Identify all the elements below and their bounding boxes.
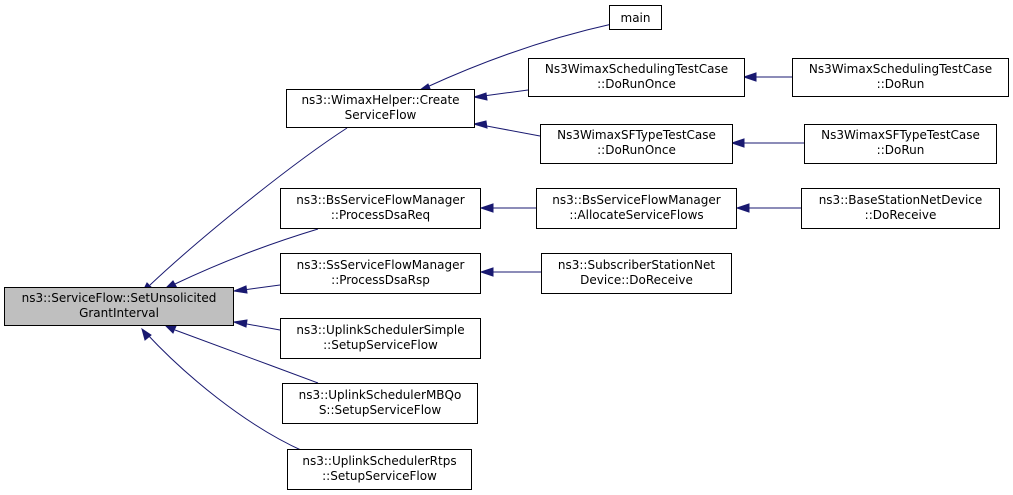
node-label-line: ::AllocateServiceFlows (569, 208, 703, 222)
node-uplink-scheduler-simple-setup-service-flow[interactable]: ns3::UplinkSchedulerSimple ::SetupServic… (280, 318, 481, 359)
node-label-line: ::DoRun (877, 143, 925, 157)
node-label-line: S::SetupServiceFlow (319, 403, 442, 417)
node-base-station-net-device-do-receive[interactable]: ns3::BaseStationNetDevice ::DoReceive (801, 188, 1000, 229)
node-label-line: ns3::BsServiceFlowManager (552, 193, 720, 207)
arrowhead (479, 267, 494, 277)
arrowhead (232, 285, 248, 294)
node-ns3-wimax-scheduling-test-case-do-run[interactable]: Ns3WimaxSchedulingTestCase ::DoRun (792, 58, 1009, 97)
node-label-line: GrantInterval (79, 306, 159, 320)
node-label-line: main (621, 11, 651, 25)
edge-wimax-helper-to-set-unsolicited (149, 127, 348, 286)
node-label-line: ns3::UplinkSchedulerSimple (296, 323, 464, 337)
node-label-line: Device::DoReceive (580, 273, 693, 287)
edge-bs-process-dsareq-to-set-unsolicited (174, 228, 319, 285)
node-label-line: ::ProcessDsaRsp (331, 273, 430, 287)
arrowhead (730, 138, 745, 148)
node-label-line: ns3::BaseStationNetDevice (819, 193, 983, 207)
node-label-line: ServiceFlow (345, 108, 417, 122)
node-label-line: ns3::SsServiceFlowManager (297, 258, 465, 272)
node-label-line: ::DoRunOnce (597, 143, 676, 157)
arrowhead (735, 203, 750, 213)
node-label-line: ::SetupServiceFlow (322, 469, 437, 483)
edge-uplink-rtps-to-set-unsolicited (145, 332, 304, 452)
arrowhead (141, 327, 152, 341)
node-main[interactable]: main (609, 5, 662, 30)
edge-uplink-mbqos-to-set-unsolicited (174, 329, 319, 384)
node-label-line: ns3::UplinkSchedulerMBQo (299, 388, 462, 402)
node-ss-service-flow-manager-process-dsa-rsp[interactable]: ns3::SsServiceFlowManager ::ProcessDsaRs… (280, 253, 481, 294)
arrowhead (164, 280, 178, 289)
node-label-line: Ns3WimaxSchedulingTestCase (809, 62, 992, 76)
node-ns3-wimax-sftype-test-case-do-run[interactable]: Ns3WimaxSFTypeTestCase ::DoRun (804, 124, 997, 164)
node-label-line: ::DoRun (877, 77, 925, 91)
node-label-line: Ns3WimaxSFTypeTestCase (821, 128, 980, 142)
node-ns3-wimax-sftype-test-case-do-run-once[interactable]: Ns3WimaxSFTypeTestCase ::DoRunOnce (540, 124, 733, 164)
arrowhead (164, 325, 177, 334)
node-uplink-scheduler-rtps-setup-service-flow[interactable]: ns3::UplinkSchedulerRtps ::SetupServiceF… (287, 449, 472, 490)
arrowhead (472, 92, 488, 101)
node-bs-service-flow-manager-allocate-service-flows[interactable]: ns3::BsServiceFlowManager ::AllocateServ… (536, 188, 737, 229)
node-label-line: ns3::WimaxHelper::Create (301, 93, 459, 107)
arrowhead (472, 120, 488, 129)
arrowhead (479, 203, 494, 213)
node-set-unsolicited-grant-interval[interactable]: ns3::ServiceFlow::SetUnsolicited GrantIn… (4, 287, 234, 326)
node-label-line: ns3::ServiceFlow::SetUnsolicited (22, 291, 217, 305)
node-uplink-scheduler-mbqos-setup-service-flow[interactable]: ns3::UplinkSchedulerMBQo S::SetupService… (282, 383, 478, 424)
node-label-line: ::ProcessDsaReq (331, 208, 430, 222)
node-label-line: ::SetupServiceFlow (323, 338, 438, 352)
node-subscriber-station-net-device-do-receive[interactable]: ns3::SubscriberStationNet Device::DoRece… (541, 253, 732, 294)
node-ns3-wimax-scheduling-test-case-do-run-once[interactable]: Ns3WimaxSchedulingTestCase ::DoRunOnce (528, 58, 745, 97)
node-label-line: ns3::BsServiceFlowManager (296, 193, 464, 207)
node-label-line: ns3::SubscriberStationNet (558, 258, 715, 272)
node-label-line: Ns3WimaxSchedulingTestCase (545, 62, 728, 76)
node-label-line: ::DoRunOnce (597, 77, 676, 91)
node-bs-service-flow-manager-process-dsa-req[interactable]: ns3::BsServiceFlowManager ::ProcessDsaRe… (280, 188, 481, 229)
arrowhead (742, 72, 757, 82)
edge-main-to-wimax-helper (426, 23, 613, 88)
arrowhead (232, 319, 248, 328)
node-label-line: Ns3WimaxSFTypeTestCase (557, 128, 716, 142)
node-label-line: ns3::UplinkSchedulerRtps (302, 454, 456, 468)
node-wimax-helper-create-service-flow[interactable]: ns3::WimaxHelper::Create ServiceFlow (286, 89, 475, 128)
node-label-line: ::DoReceive (865, 208, 937, 222)
